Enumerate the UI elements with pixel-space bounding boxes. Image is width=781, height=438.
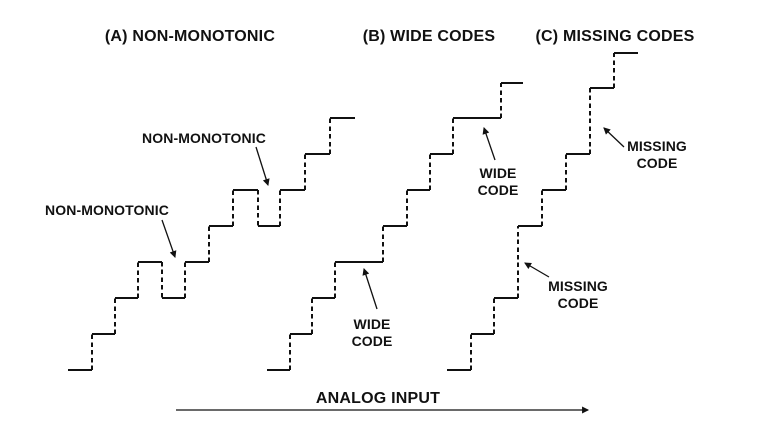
annotation-arrow: [161, 219, 177, 258]
annotation-non-monotonic-upper: NON-MONOTONIC: [142, 130, 270, 187]
annotation-label: NON-MONOTONIC: [142, 130, 266, 146]
annotation-label: NON-MONOTONIC: [45, 202, 169, 218]
annotation-arrow: [482, 127, 496, 161]
panel-title-c: (C) MISSING CODES: [536, 28, 695, 45]
staircase-non-monotonic: [68, 117, 355, 371]
annotation-arrow: [255, 146, 270, 187]
annotation-non-monotonic-lower: NON-MONOTONIC: [45, 202, 177, 258]
analog-input-axis: ANALOG INPUT: [176, 390, 590, 414]
panel-title-a: (A) NON-MONOTONIC: [105, 28, 275, 45]
annotation-arrow: [362, 268, 378, 310]
annotation-arrow: [524, 262, 550, 278]
staircase-wide-codes: [267, 82, 523, 371]
panel-titles: (A) NON-MONOTONIC (B) WIDE CODES (C) MIS…: [105, 28, 695, 45]
staircase-layer: [68, 52, 638, 371]
analog-input-label: ANALOG INPUT: [316, 390, 440, 407]
annotation-arrow: [603, 127, 625, 148]
staircase-missing-codes: [447, 52, 638, 371]
panel-title-b: (B) WIDE CODES: [363, 28, 496, 45]
